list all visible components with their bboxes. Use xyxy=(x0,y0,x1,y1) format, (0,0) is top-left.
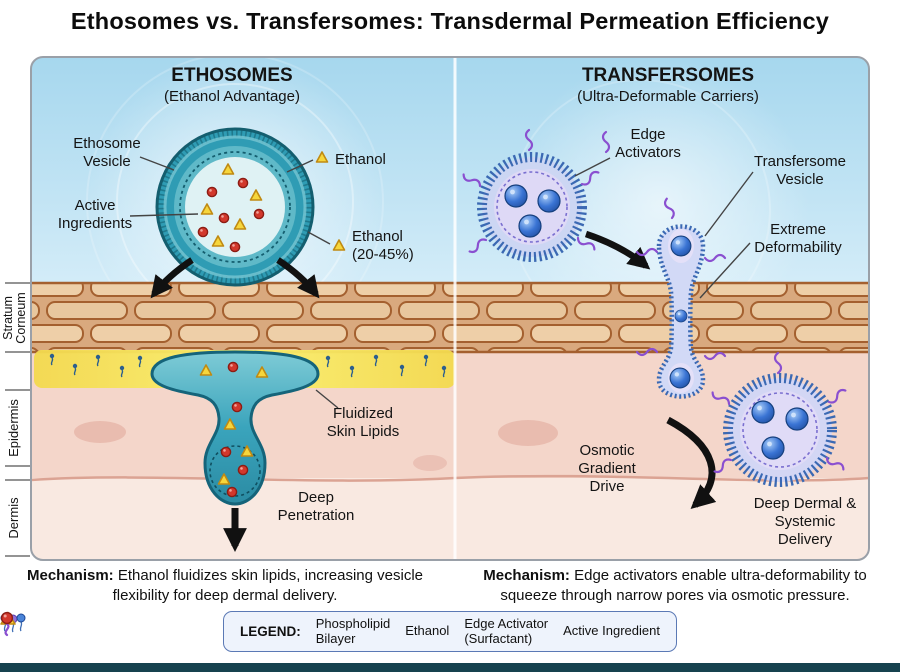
transfersome-vesicle-label: Transfersome xyxy=(754,153,846,170)
ethosome-vesicle xyxy=(155,127,315,287)
legend-item-ethanol: Ethanol xyxy=(0,611,449,639)
svg-text:(20-45%): (20-45%) xyxy=(352,246,414,263)
extreme-deformability-label: Extreme xyxy=(770,221,826,238)
legend-item-edge-activator: Edge Activator(Surfactant) xyxy=(4,611,548,646)
transfersomes-heading: TRANSFERSOMES xyxy=(582,65,754,86)
epidermis-label: Epidermis xyxy=(6,399,21,457)
svg-text:Skin Lipids: Skin Lipids xyxy=(327,423,400,440)
deep-dermal-delivery-label: Deep Dermal & xyxy=(754,495,857,512)
svg-text:Vesicle: Vesicle xyxy=(776,171,824,188)
svg-text:Penetration: Penetration xyxy=(278,507,355,524)
bottom-accent-bar xyxy=(0,663,900,672)
penetrating-ethosome xyxy=(150,350,320,506)
svg-text:Corneum: Corneum xyxy=(14,292,28,343)
osmotic-gradient-label: Osmotic xyxy=(579,442,635,459)
edge-activators-label: Edge xyxy=(630,126,665,143)
ethosomes-heading: ETHOSOMES xyxy=(171,65,292,86)
diagram-canvas: ETHOSOMES (Ethanol Advantage) Ethosome V… xyxy=(1,56,870,561)
skin-layer-labels: Stratum Corneum Epidermis Dermis xyxy=(1,282,30,557)
svg-text:Delivery: Delivery xyxy=(778,531,833,548)
transfersome-vesicle-deformed xyxy=(635,196,727,399)
ethosome-mechanism: Mechanism: Ethanol fluidizes skin lipids… xyxy=(26,567,424,604)
transfersomes-subheading: (Ultra-Deformable Carriers) xyxy=(577,88,759,105)
mechanism-captions: Mechanism: Ethanol fluidizes skin lipids… xyxy=(0,564,900,606)
dermis-layer xyxy=(31,478,869,560)
stratum-corneum-label: Stratum xyxy=(1,296,15,340)
page-title: Ethosomes vs. Transfersomes: Transdermal… xyxy=(70,8,830,34)
active-ingredient-icon xyxy=(0,611,14,625)
svg-text:Deformability: Deformability xyxy=(754,239,842,256)
osmotic-drive-arrow xyxy=(666,416,717,509)
transfersome-vesicle-intact xyxy=(460,128,602,262)
ethanol-pct-label: Ethanol xyxy=(352,228,403,245)
svg-text:Gradient: Gradient xyxy=(578,460,636,477)
active-ingredients-label: Active xyxy=(75,197,116,214)
ethosome-vesicle-label: Ethosome xyxy=(73,135,141,152)
transfersome-vesicle-dermal xyxy=(709,351,849,487)
dermis-label: Dermis xyxy=(6,497,21,539)
svg-text:Drive: Drive xyxy=(589,478,624,495)
ethosomes-subheading: (Ethanol Advantage) xyxy=(164,88,300,105)
ethanol-label: Ethanol xyxy=(335,151,386,168)
ethosome-entry-arrow-right xyxy=(276,257,320,299)
svg-text:Systemic: Systemic xyxy=(775,513,836,530)
transfersome-squeeze-arrow xyxy=(584,230,651,270)
fluidized-label: Fluidized xyxy=(333,405,393,422)
svg-text:Ingredients: Ingredients xyxy=(58,215,132,232)
svg-text:Vesicle: Vesicle xyxy=(83,153,131,170)
legend-title: LEGEND: xyxy=(240,624,301,640)
transfersome-mechanism: Mechanism: Edge activators enable ultra-… xyxy=(483,567,867,604)
svg-text:Activators: Activators xyxy=(615,144,681,161)
ethosome-entry-arrow-left xyxy=(150,257,194,299)
legend-item-active-ingredient: Active Ingredient xyxy=(0,611,660,639)
deep-penetration-label: Deep xyxy=(298,489,334,506)
diagram-border xyxy=(30,56,870,561)
